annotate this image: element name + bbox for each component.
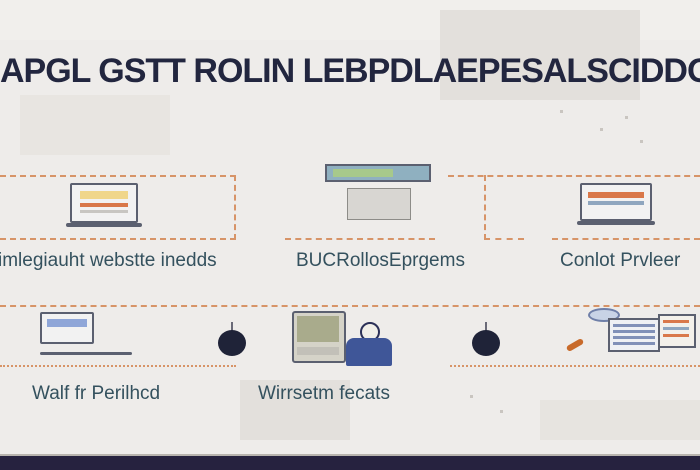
connector-line [234,175,236,240]
background-texture [20,95,170,155]
laptop-icon [577,183,655,225]
connector-line [0,175,236,177]
background-dot [625,116,628,119]
connector-line [0,365,236,367]
tablet-icon [292,311,346,363]
laptop-icon [66,183,142,227]
node-stem [485,322,487,336]
pen-icon [565,337,585,353]
background-dot [470,395,473,398]
dashboard-icon [588,308,696,352]
background-dot [500,410,503,413]
connector-line [484,238,524,240]
background-texture [440,10,640,100]
step-label-control-provider: Conlot Prvleer [560,250,681,271]
person-icon [340,322,396,368]
step-label-website-needs: imlegiauht webstte inedds [0,250,217,271]
footer-divider [0,454,700,456]
timeline-node [218,330,246,356]
footer-bar [0,456,700,470]
step-label-system-forecasts: Wirrsetm fecats [258,383,390,404]
connector-line [450,365,700,367]
background-texture [540,400,700,440]
background-dot [640,140,643,143]
node-stem [231,322,233,336]
connector-line [484,175,486,240]
step-label-wait-period: Walf fr Perilhcd [32,383,161,404]
connector-line [285,238,435,240]
connector-line [0,238,236,240]
page-title: APGL GSTT ROLIN LEBPDLAEPESALSCIDDO [0,52,700,90]
timeline-node [472,330,500,356]
background-dot [600,128,603,131]
connector-line [448,175,700,177]
monitor-icon [325,164,431,220]
step-label-programs: BUCRollosEprgems [296,250,465,271]
laptop-icon [40,312,132,356]
background-dot [560,110,563,113]
connector-line [552,238,700,240]
background-texture [240,380,350,440]
connector-line [0,305,700,307]
